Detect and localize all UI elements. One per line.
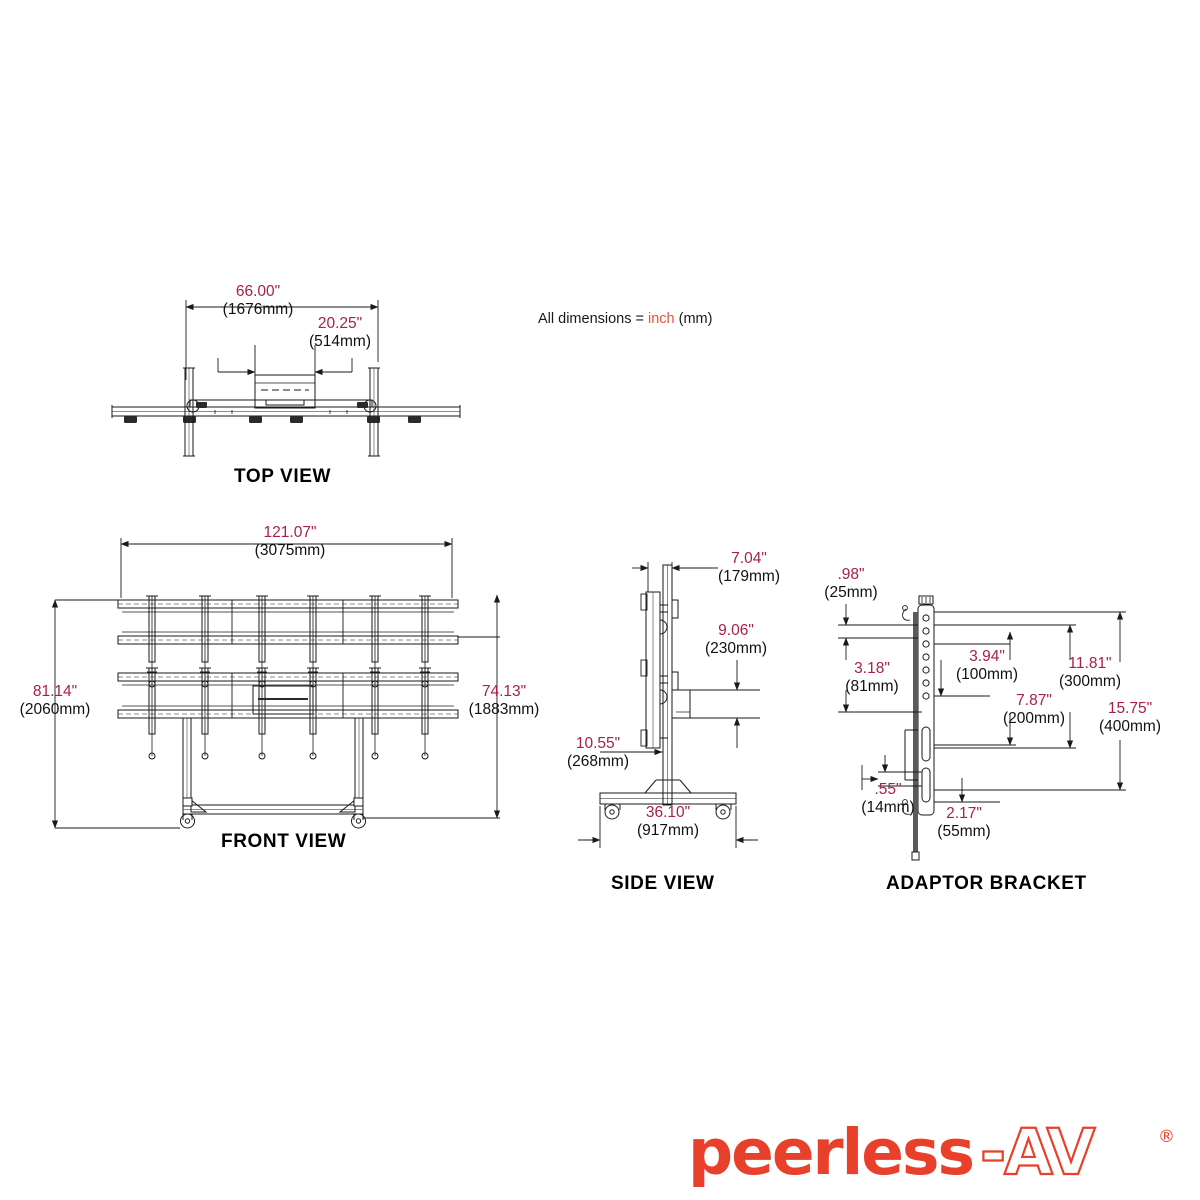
view-label-adaptor-bracket: ADAPTOR BRACKET xyxy=(886,873,1087,894)
dim-front-height-screens: 74.13" (1883mm) xyxy=(468,683,540,719)
side-view-dim-base xyxy=(578,806,758,848)
units-note: All dimensions = inch (mm) xyxy=(538,311,712,327)
bracket-dim-pitch xyxy=(838,637,922,713)
dim-bracket-vesa-400: 15.75" (400mm) xyxy=(1098,700,1161,736)
side-view-geometry xyxy=(599,564,737,820)
dim-bracket-vesa-100: 3.94" (100mm) xyxy=(955,648,1018,684)
dim-side-shelf-depth: 9.06" (230mm) xyxy=(704,622,767,658)
logo-wordmark-solid: peerless xyxy=(688,1118,973,1189)
dim-bracket-slot-offset: 2.17" (55mm) xyxy=(937,805,991,841)
peerless-av-logo: peerless -AV ® xyxy=(688,1118,1188,1192)
logo-wordmark-outline: -AV xyxy=(980,1118,1096,1189)
bracket-dim-slot-offset xyxy=(934,778,1000,803)
units-note-suffix: (mm) xyxy=(674,311,713,327)
dim-bracket-hole-pitch: 3.18" (81mm) xyxy=(845,660,899,696)
side-view-dim-top xyxy=(632,562,718,592)
bracket-dim-v100 xyxy=(934,643,1010,697)
front-view-dim-width xyxy=(120,538,453,598)
top-view-dim-width xyxy=(185,300,379,380)
units-note-prefix: All dimensions = xyxy=(538,311,649,327)
front-view-geometry xyxy=(117,595,459,829)
bracket-dim-v400 xyxy=(934,611,1126,791)
dim-bracket-slot-width: .55" (14mm) xyxy=(861,781,915,817)
bracket-dim-v300 xyxy=(934,624,1076,749)
view-label-front: FRONT VIEW xyxy=(221,831,347,852)
dim-front-height-overall: 81.14" (2060mm) xyxy=(19,683,91,719)
front-lower-brackets xyxy=(146,667,431,760)
dim-bracket-top-edge: .98" (25mm) xyxy=(824,566,878,602)
dim-top-width: 66.00" (1676mm) xyxy=(222,283,294,319)
view-label-top: TOP VIEW xyxy=(234,466,332,487)
front-view-dim-height-screens xyxy=(363,594,501,819)
side-view-dim-shelf xyxy=(690,660,760,748)
front-brand-plate xyxy=(252,685,314,715)
dim-bracket-vesa-300: 11.81" (300mm) xyxy=(1058,655,1121,691)
logo-registered-mark: ® xyxy=(1158,1127,1175,1147)
dim-side-column-offset: 10.55" (268mm) xyxy=(566,735,629,771)
dim-side-top-depth: 7.04" (179mm) xyxy=(717,550,780,586)
bracket-dim-slot-width xyxy=(861,755,922,790)
front-view-dim-height-overall xyxy=(51,599,180,829)
bracket-dim-v200 xyxy=(934,631,1016,746)
top-view-geometry xyxy=(111,367,461,457)
units-note-unit: inch xyxy=(648,311,675,327)
top-view-dim-depth xyxy=(217,345,353,378)
dim-bracket-vesa-200: 7.87" (200mm) xyxy=(1002,692,1065,728)
view-label-side: SIDE VIEW xyxy=(611,873,715,894)
dim-side-base-depth: 36.10" (917mm) xyxy=(636,804,699,840)
bracket-dim-top xyxy=(838,604,918,639)
dim-top-depth: 20.25" (514mm) xyxy=(308,315,371,351)
dim-front-width: 121.07" (3075mm) xyxy=(254,524,326,560)
